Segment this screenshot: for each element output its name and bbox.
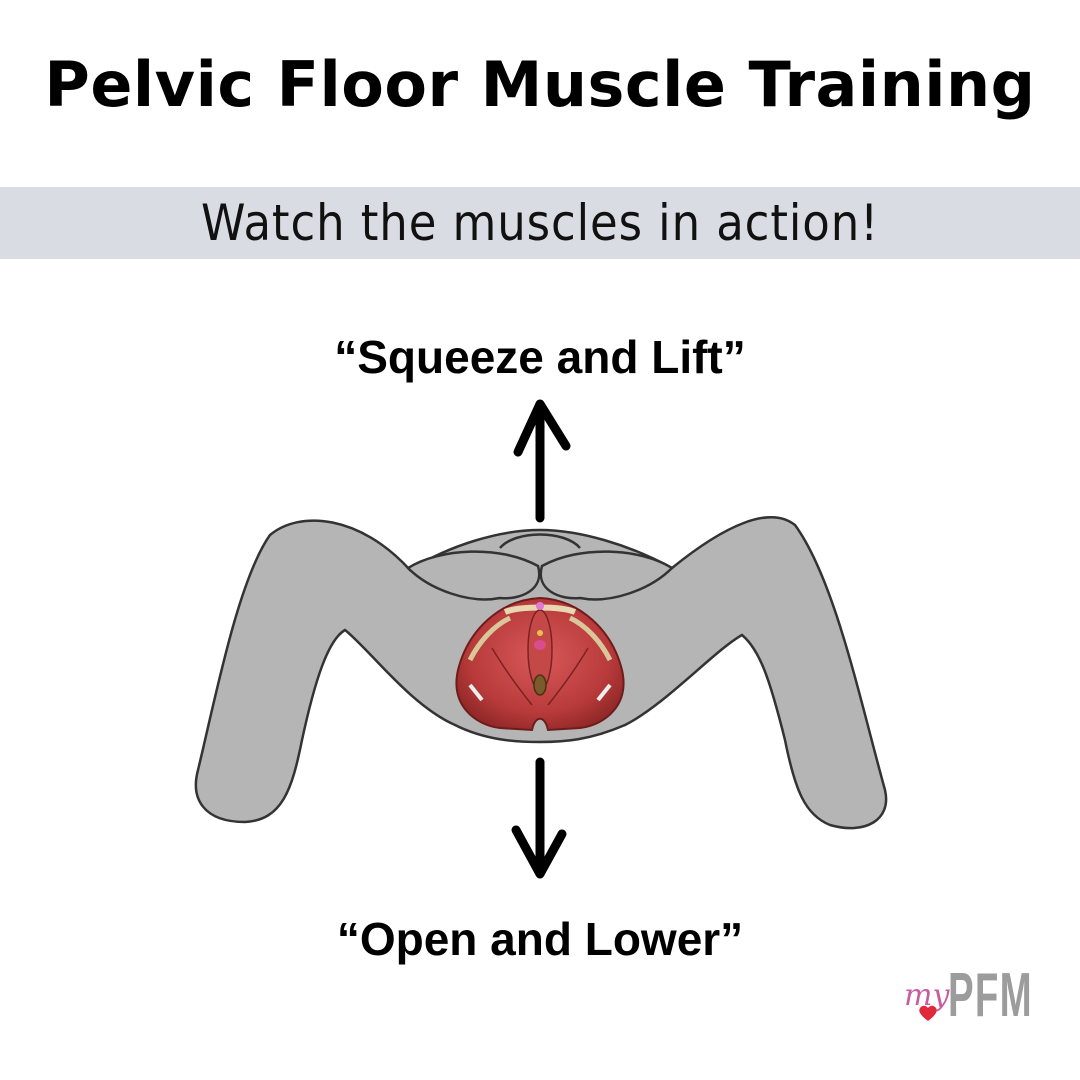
arrow-up-icon xyxy=(513,399,571,523)
subtitle-text: Watch the muscles in action! xyxy=(200,194,880,252)
open-lower-label: “Open and Lower” xyxy=(336,913,744,965)
mypfm-logo: my PFM xyxy=(900,960,1050,1040)
arrow-down-icon xyxy=(511,757,567,879)
subtitle-banner xyxy=(0,187,1080,259)
pelvic-floor-muscle xyxy=(455,596,625,732)
logo-name: PFM xyxy=(948,961,1033,1030)
heart-icon xyxy=(919,1005,937,1021)
page-title: Pelvic Floor Muscle Training xyxy=(44,48,1036,121)
squeeze-lift-label: “Squeeze and Lift” xyxy=(334,331,746,383)
